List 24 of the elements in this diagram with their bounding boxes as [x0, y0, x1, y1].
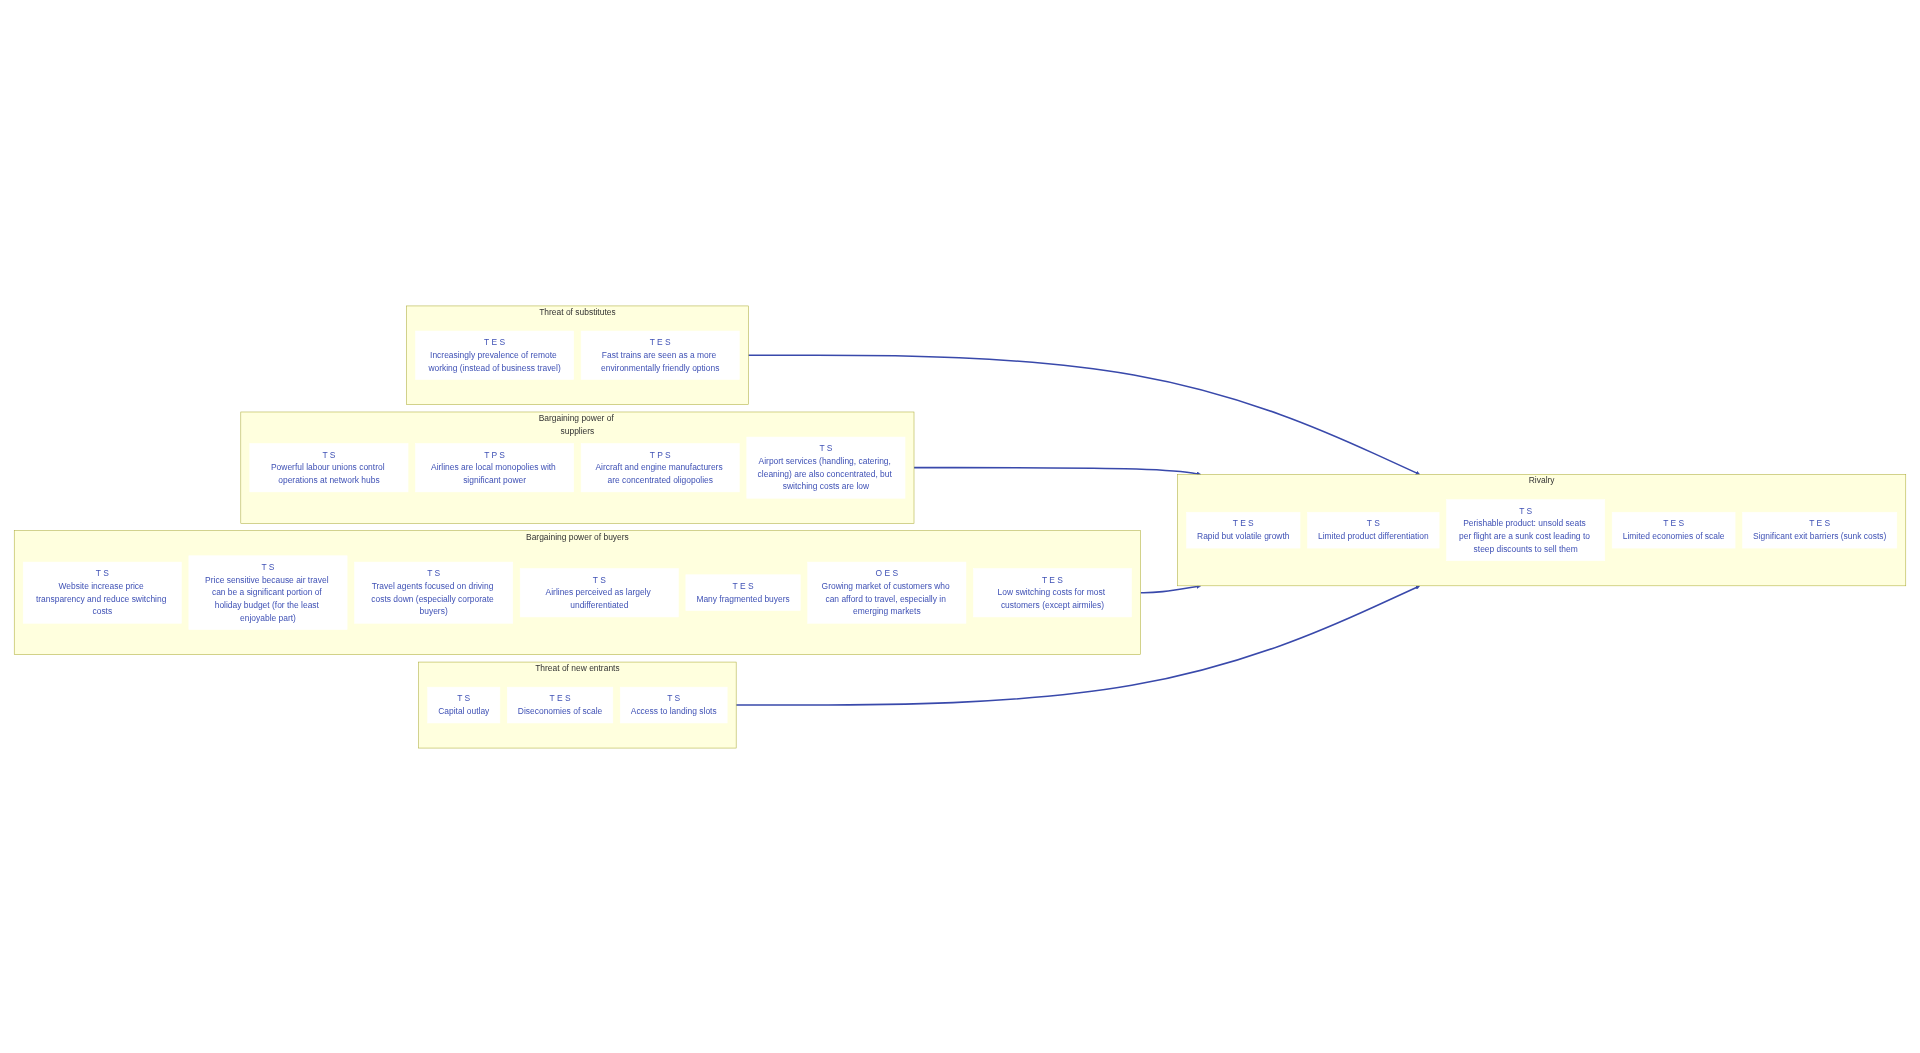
- node-box: T S Limited product differentiation: [1307, 511, 1440, 548]
- node-box: T S Airlines perceived as largely undifferentiated: [519, 567, 679, 617]
- node-box: T S Access to landing slots: [619, 686, 728, 723]
- node-box: T S Airport services (handling, catering, cleaning) are also concentrated, but switching costs are low: [746, 436, 906, 498]
- node-box: T E S Fast trains are seen as a more environmentally friendly options: [580, 330, 740, 380]
- node-box: T S Capital outlay: [427, 686, 501, 723]
- node-box: T S Website increase price transparency and reduce switching costs: [22, 561, 182, 624]
- node-box: T S Perishable product: unsold seats per flight are a sunk cost leading to steep discounts to sell them: [1446, 498, 1606, 561]
- node-box: T E S Low switching costs for most customers (except airmiles): [973, 567, 1132, 617]
- arrow: [735, 584, 1421, 706]
- node-box: T E S Many fragmented buyers: [685, 574, 801, 611]
- node-box: T E S Increasingly prevalence of remote working (instead of business travel): [415, 330, 574, 380]
- node-box: T E S Diseconomies of scale: [507, 686, 614, 723]
- arrow: [913, 466, 1202, 476]
- node-box: T S Price sensitive because air travel can be a significant portion of holiday budget (for the least enjoyable part): [188, 555, 348, 630]
- node-box: T S Travel agents focused on driving costs down (especially corporate buyers): [354, 561, 514, 624]
- node-box: T S Powerful labour unions control operations at network hubs: [249, 442, 409, 492]
- node-box: T E S Rapid but volatile growth: [1186, 511, 1301, 548]
- node-box: T E S Significant exit barriers (sunk costs): [1742, 511, 1898, 548]
- arrow: [747, 353, 1421, 475]
- node-box: T P S Aircraft and engine manufacturers are concentrated oligopolies: [580, 442, 740, 492]
- node-box: T E S Limited economies of scale: [1611, 511, 1736, 548]
- node-box: T P S Airlines are local monopolies with significant power: [415, 442, 574, 492]
- node-box: O E S Growing market of customers who can afford to travel, especially in emerging markets: [807, 561, 967, 624]
